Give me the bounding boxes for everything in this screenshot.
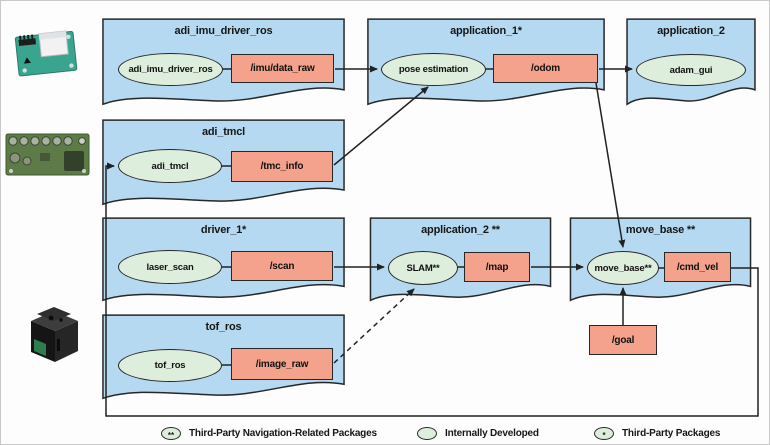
package-tof-ros: tof_ros tof_ros /image_raw bbox=[101, 314, 346, 400]
topic-rect: /scan bbox=[231, 251, 333, 281]
tof-camera-photo bbox=[31, 307, 78, 362]
package-adi-tmcl: adi_tmcl adi_tmcl /tmc_info bbox=[101, 119, 346, 206]
package-title: adi_imu_driver_ros bbox=[174, 25, 273, 37]
legend-ellipse-double-star-icon: ** bbox=[161, 427, 181, 440]
topic-rect: /image_raw bbox=[231, 348, 333, 380]
package-title: adi_tmcl bbox=[201, 126, 246, 138]
topic-rect: /imu/data_raw bbox=[231, 54, 334, 83]
topic-rect: /cmd_vel bbox=[664, 252, 731, 282]
package-application-2-gui: application_2 adam_gui bbox=[626, 18, 756, 106]
node-ellipse: adi_tmcl bbox=[118, 149, 222, 183]
node-ellipse: move_base** bbox=[587, 251, 659, 285]
node-ellipse: SLAM** bbox=[388, 251, 458, 285]
package-title: tof_ros bbox=[205, 321, 242, 333]
package-title: driver_1* bbox=[200, 224, 247, 236]
node-ellipse: tof_ros bbox=[118, 349, 222, 382]
motor-controller-board-photo bbox=[5, 133, 90, 176]
node-ellipse: laser_scan bbox=[118, 250, 222, 284]
legend-ellipse-single-star-icon: * bbox=[594, 427, 614, 440]
package-application-2-slam: application_2 ** SLAM** /map bbox=[369, 217, 552, 302]
package-title: move_base ** bbox=[625, 224, 696, 236]
topic-rect: /odom bbox=[493, 54, 598, 83]
package-move-base: move_base ** move_base** /cmd_vel bbox=[569, 217, 752, 302]
node-ellipse: adi_imu_driver_ros bbox=[118, 53, 223, 86]
legend-ellipse-plain-icon bbox=[417, 427, 437, 440]
package-title: application_2 bbox=[657, 25, 725, 37]
package-adi-imu-driver-ros: adi_imu_driver_ros adi_imu_driver_ros /i… bbox=[101, 18, 346, 106]
topic-rect: /tmc_info bbox=[231, 151, 333, 182]
package-driver-1: driver_1* laser_scan /scan bbox=[101, 217, 346, 302]
package-application-1: application_1* pose estimation /odom bbox=[366, 18, 606, 106]
legend-label-third-party-packages: Third-Party Packages bbox=[622, 428, 721, 439]
legend-label-third-party-nav: Third-Party Navigation-Related Packages bbox=[189, 428, 377, 439]
topic-rect: /map bbox=[464, 252, 530, 282]
node-ellipse: pose estimation bbox=[381, 53, 486, 86]
node-ellipse: adam_gui bbox=[636, 54, 746, 86]
package-title: application_1* bbox=[450, 25, 522, 37]
imu-sensor-photo bbox=[14, 30, 78, 77]
package-title: application_2 ** bbox=[421, 224, 500, 236]
legend-label-internally-developed: Internally Developed bbox=[445, 428, 539, 439]
topic-rect-goal: /goal bbox=[589, 325, 657, 355]
